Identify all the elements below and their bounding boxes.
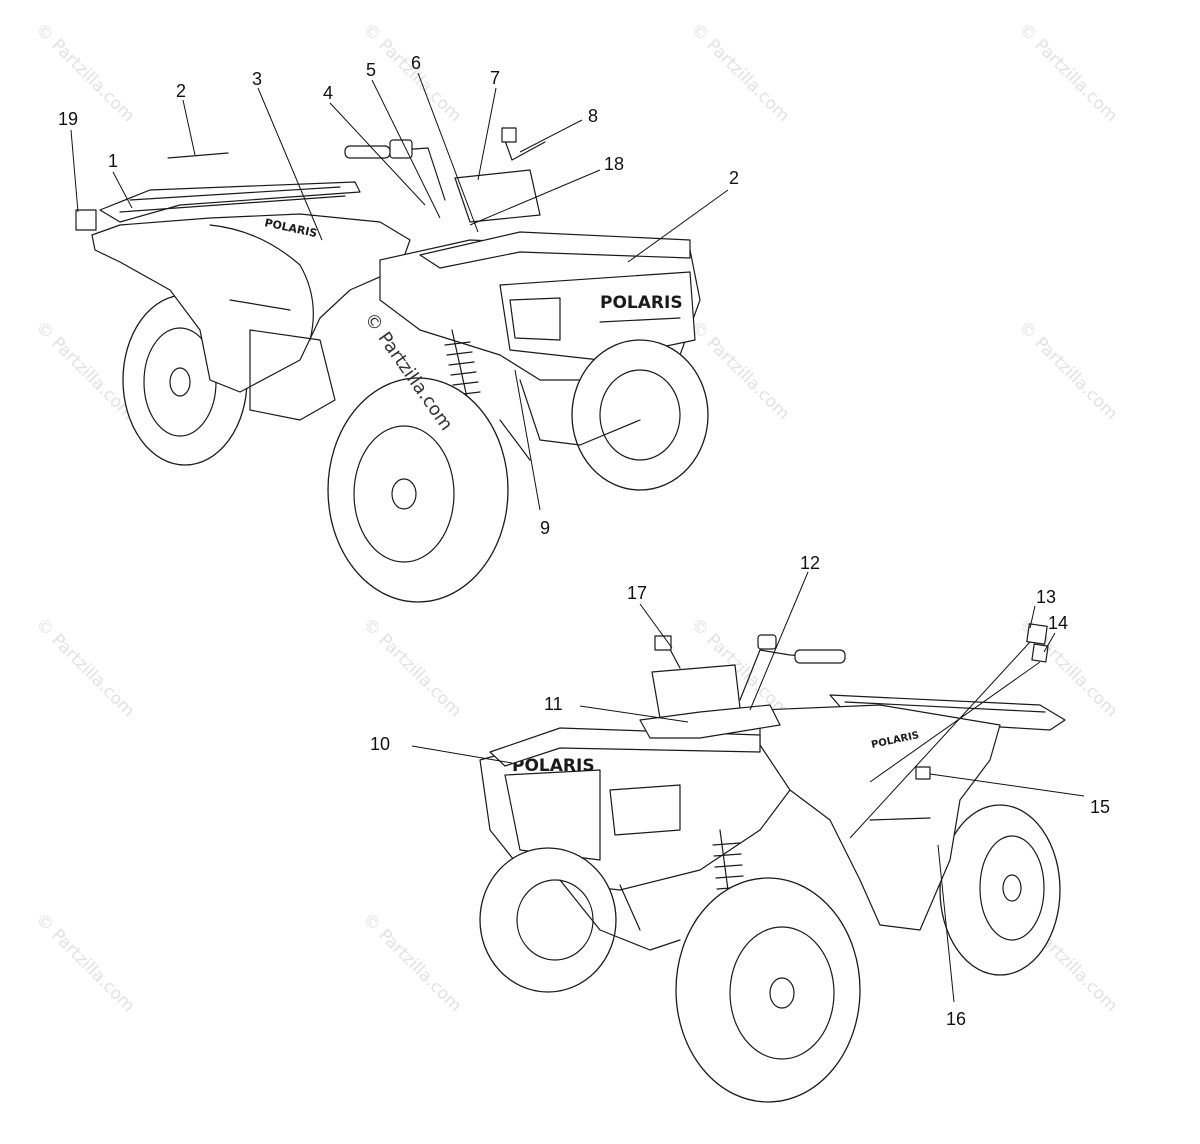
leader-9 xyxy=(514,369,541,511)
leader-15 xyxy=(929,773,1085,797)
decal-19-sticker xyxy=(75,209,97,231)
watermark: © Partzilla.com xyxy=(31,614,138,721)
body-top: POLARIS xyxy=(91,213,411,421)
callout-2: 2 xyxy=(729,168,739,188)
rear-rack-top xyxy=(99,181,361,223)
decal-2-strip xyxy=(167,152,229,159)
callout-9: 9 xyxy=(540,518,550,538)
lower-frame-bottom xyxy=(559,879,681,951)
callout-14: 14 xyxy=(1048,613,1068,633)
leader-3 xyxy=(257,87,323,241)
callout-15: 15 xyxy=(1090,797,1110,817)
callout-1: 1 xyxy=(108,151,118,171)
front-wheel-near-top xyxy=(327,377,509,603)
callout-18: 18 xyxy=(604,154,624,174)
leader-12 xyxy=(749,571,809,711)
front-wheel-far-top xyxy=(571,339,709,491)
callout-11: 11 xyxy=(544,694,563,714)
callout-12: 12 xyxy=(800,553,820,573)
front-wheel-far-bottom xyxy=(479,847,617,993)
leader-6 xyxy=(417,72,479,233)
callout-2: 2 xyxy=(176,81,186,101)
callout-10: 10 xyxy=(370,734,390,754)
callout-3: 3 xyxy=(252,69,262,89)
front-logo-bottom: POLARIS xyxy=(512,756,595,776)
callout-4: 4 xyxy=(323,83,333,103)
callout-leaders xyxy=(70,72,1085,1003)
leader-2a xyxy=(182,99,196,156)
handlebar-top xyxy=(344,127,546,223)
leader-19 xyxy=(70,129,79,213)
front-logo: POLARIS xyxy=(600,293,683,313)
leader-4 xyxy=(329,102,426,206)
watermark: © Partzilla.com xyxy=(31,909,138,1016)
front-rack-top xyxy=(419,231,691,269)
callout-19: 19 xyxy=(58,109,78,129)
leader-1 xyxy=(112,171,133,209)
atv-bottom-view: POLARIS POLARIS xyxy=(479,623,1066,1103)
callout-5: 5 xyxy=(366,60,376,80)
leader-14b xyxy=(869,661,1041,783)
handlebar-bottom xyxy=(639,634,846,739)
leader-11 xyxy=(579,705,689,723)
lower-frame-top xyxy=(499,379,641,461)
leader-2b xyxy=(627,189,729,263)
leader-10 xyxy=(411,745,513,764)
callout-13: 13 xyxy=(1036,587,1056,607)
callout-7: 7 xyxy=(490,68,500,88)
callout-16: 16 xyxy=(946,1009,966,1029)
decal-15-sticker xyxy=(915,766,931,780)
leader-5 xyxy=(371,79,441,219)
leader-16 xyxy=(937,844,955,1003)
decal-14-sticker xyxy=(1031,643,1049,663)
watermark: © Partzilla.com xyxy=(1014,19,1121,126)
leader-8 xyxy=(519,119,583,153)
leader-18 xyxy=(469,169,601,226)
decal-13-sticker xyxy=(1026,623,1048,645)
watermark: © Partzilla.com xyxy=(358,909,465,1016)
callout-17: 17 xyxy=(627,583,647,603)
watermark: © Partzilla.com xyxy=(686,19,793,126)
callout-6: 6 xyxy=(411,53,421,73)
watermark: © Partzilla.com xyxy=(31,19,138,126)
body-bottom: POLARIS xyxy=(759,704,1001,931)
leader-13b xyxy=(849,641,1031,839)
callout-8: 8 xyxy=(588,106,598,126)
watermark: © Partzilla.com xyxy=(31,317,138,424)
callout-labels: 19 1 2 3 4 5 6 7 8 18 2 9 17 12 11 10 13… xyxy=(58,53,1110,1029)
rear-wheel-bottom xyxy=(939,804,1061,976)
watermark: © Partzilla.com xyxy=(358,614,465,721)
atv-top-view: POLARIS POLARIS xyxy=(75,127,709,603)
front-wheel-near-bottom xyxy=(675,877,861,1103)
watermark: © Partzilla.com xyxy=(1014,317,1121,424)
leader-7 xyxy=(477,87,497,181)
leader-17 xyxy=(639,603,673,649)
leader-14 xyxy=(1043,632,1056,653)
leader-13 xyxy=(1029,605,1036,629)
